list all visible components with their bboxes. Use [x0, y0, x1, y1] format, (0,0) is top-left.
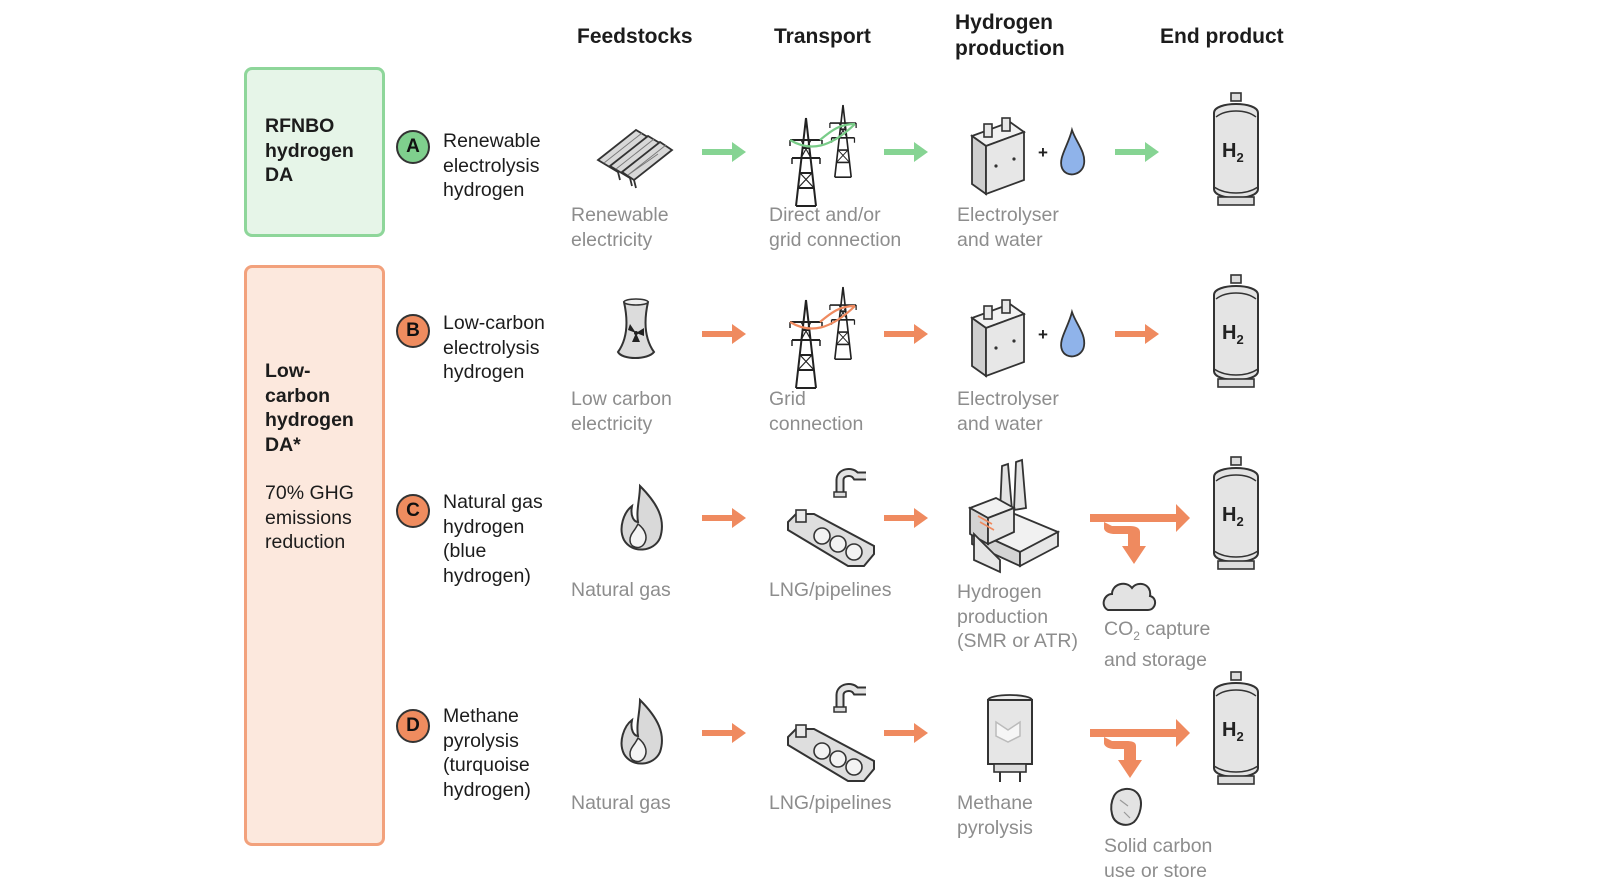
electrolyser-icon: [971, 117, 1025, 195]
pylon-icon-b: [789, 286, 857, 389]
row-d-arrows: [702, 719, 1190, 778]
tank-a-h: H: [1222, 140, 1236, 162]
arrow-b-2: [884, 324, 928, 344]
lng-ship-pipeline-icon: [788, 473, 874, 566]
water-drop-icon-b: [1060, 311, 1086, 358]
arrow-b-3: [1115, 324, 1159, 344]
column-header-hydrogen-production: Hydrogen production: [955, 11, 1065, 60]
column-header-end-product: End product: [1160, 25, 1284, 48]
low-carbon-group-box: [244, 265, 385, 846]
rfnbo-group-box: [244, 67, 385, 237]
column-header-feedstocks: Feedstocks: [577, 25, 693, 48]
row-b-label: Low-carbon electrolysis hydrogen: [443, 312, 545, 383]
row-c-label: Natural gas hydrogen (blue hydrogen): [443, 491, 543, 587]
arrow-c-down: [1104, 522, 1146, 564]
arrow-d-1: [702, 723, 746, 743]
row-c-badge: C: [396, 494, 430, 528]
co2-capture-text: capture and storage: [1104, 618, 1211, 672]
row-d-label: Methane pyrolysis (turquoise hydrogen): [443, 705, 531, 801]
tank-c-h: H: [1222, 504, 1236, 526]
row-c-production-caption: Hydrogen production (SMR or ATR): [957, 581, 1078, 652]
pylon-icon: [789, 104, 857, 207]
row-b-feedstock-caption: Low carbon electricity: [571, 388, 672, 435]
column-header-transport: Transport: [774, 25, 871, 48]
row-a-label: Renewable electrolysis hydrogen: [443, 130, 541, 201]
low-carbon-group-label: Low- carbon hydrogen DA*: [265, 360, 354, 456]
row-a-arrows: [702, 142, 1159, 162]
arrow-c-1: [702, 508, 746, 528]
rfnbo-group-label: RFNBO hydrogen DA: [265, 115, 354, 186]
arrow-a-1: [702, 142, 746, 162]
row-b-transport-caption: Grid connection: [769, 388, 864, 435]
row-d-feedstock-caption: Natural gas: [571, 792, 671, 814]
arrow-c-3: [1090, 504, 1190, 532]
arrow-d-2: [884, 723, 928, 743]
row-c-arrows: [702, 504, 1190, 564]
row-a-badge: A: [396, 130, 430, 164]
row-c-byproduct-caption: CO2 capture and storage: [1104, 617, 1210, 673]
co2-text: CO: [1104, 618, 1134, 640]
row-c-feedstock-caption: Natural gas: [571, 579, 671, 601]
tank-b-label: H2: [1222, 322, 1244, 347]
hydrogen-tank-icon-d: H2: [1213, 671, 1259, 785]
arrow-a-2: [884, 142, 928, 162]
plus-sign-b: +: [1038, 325, 1048, 344]
water-drop-icon: [1060, 129, 1086, 176]
row-a-production-caption: Electrolyser and water: [957, 204, 1059, 251]
row-b-badge: B: [396, 314, 430, 348]
nuclear-cooling-tower-icon: [616, 298, 656, 359]
arrow-b-1: [702, 324, 746, 344]
electrolyser-icon-b: [971, 299, 1025, 377]
plus-sign-a: +: [1038, 143, 1048, 162]
cloud-icon: [1102, 582, 1156, 611]
pyrolysis-reactor-icon: [987, 694, 1033, 782]
tank-a-label: H2: [1222, 140, 1244, 165]
row-d-production-caption: Methane pyrolysis: [957, 792, 1033, 839]
row-c-transport-caption: LNG/pipelines: [769, 579, 892, 601]
row-d-transport-caption: LNG/pipelines: [769, 792, 892, 814]
flame-icon-d: [620, 699, 663, 765]
factory-icon: [967, 458, 1061, 574]
tank-b-h: H: [1222, 322, 1236, 344]
flame-icon: [620, 485, 663, 551]
solar-panel-icon: [596, 128, 674, 189]
row-d-badge: D: [396, 709, 430, 743]
arrow-d-3: [1090, 719, 1190, 747]
tank-a-sub: 2: [1236, 150, 1243, 165]
lng-ship-pipeline-icon-d: [788, 688, 874, 781]
row-a-feedstock-caption: Renewable electricity: [571, 204, 669, 251]
tank-d-h: H: [1222, 719, 1236, 741]
arrow-d-down: [1104, 737, 1142, 778]
arrow-a-3: [1115, 142, 1159, 162]
low-carbon-group-note: 70% GHG emissions reduction: [265, 482, 354, 553]
hydrogen-tank-icon: H2: [1213, 92, 1259, 206]
hydrogen-tank-icon-b: H2: [1213, 274, 1259, 388]
row-b-arrows: [702, 324, 1159, 344]
arrow-c-2: [884, 508, 928, 528]
row-a-transport-caption: Direct and/or grid connection: [769, 204, 902, 251]
row-d-byproduct-caption: Solid carbon use or store: [1104, 835, 1213, 882]
tank-d-sub: 2: [1236, 729, 1243, 744]
co2-subscript: 2: [1133, 628, 1140, 643]
hydrogen-tank-icon-c: H2: [1213, 456, 1259, 570]
tank-b-sub: 2: [1236, 332, 1243, 347]
tank-c-label: H2: [1222, 504, 1244, 529]
row-b-production-caption: Electrolyser and water: [957, 388, 1059, 435]
tank-d-label: H2: [1222, 719, 1244, 744]
tank-c-sub: 2: [1236, 514, 1243, 529]
carbon-rock-icon: [1110, 788, 1142, 826]
